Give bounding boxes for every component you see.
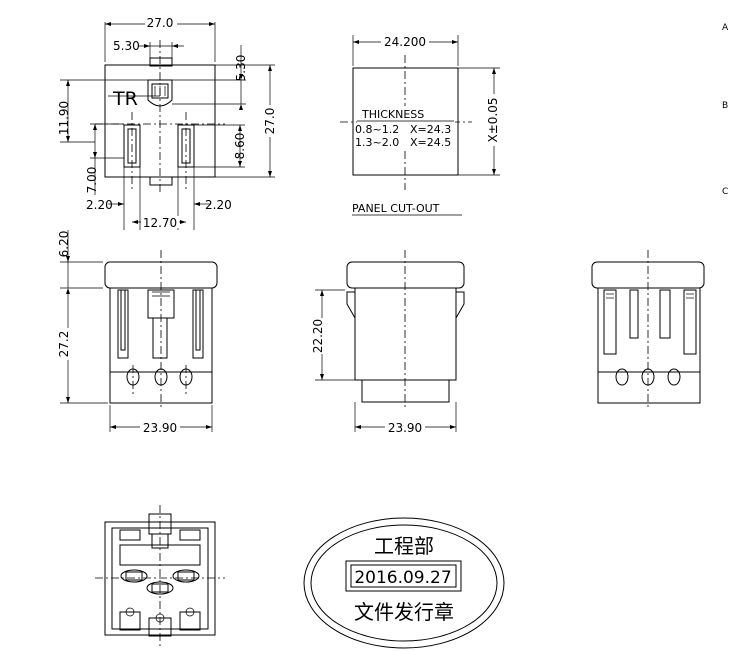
dim-flange-height: 6.20 (57, 231, 71, 258)
dim-cutout-height: X±0.05 (486, 98, 500, 143)
thickness-label: THICKNESS (361, 108, 424, 121)
rear-view (591, 250, 705, 410)
rear-body (597, 287, 701, 404)
top-key-notch (149, 57, 173, 67)
thickness-range-1: 0.8~1.2 (355, 123, 399, 136)
document-stamp: 工程部 2016.09.27 文件发行章 (303, 517, 505, 649)
dim-right-gap: 2.20 (205, 198, 232, 212)
panel-cutout: 24.200 X±0.05 THICKNESS 0.8~1.2 X=24.3 1… (340, 35, 500, 216)
edge-mark-c: C (722, 187, 728, 197)
stamp-date: 2016.09.27 (354, 568, 451, 588)
side-flange (346, 261, 465, 289)
side-base (361, 379, 450, 403)
stamp-department: 工程部 (374, 534, 434, 558)
stamp-release: 文件发行章 (354, 600, 454, 624)
dim-key-width: 5.30 (113, 39, 140, 53)
right-latch (455, 291, 465, 320)
dim-pin-offset: 7.00 (85, 167, 99, 194)
top-view: TR 27.0 5.30 5.30 27.0 8.60 (57, 16, 277, 230)
bottom-view (95, 505, 225, 648)
tr-mark: TR (112, 88, 138, 110)
dim-body-height: 27.2 (57, 331, 71, 358)
left-latch (346, 291, 356, 320)
ground-pin-outline (147, 79, 173, 107)
dim-key-height: 5.30 (234, 55, 248, 82)
cutout-caption: PANEL CUT-OUT (352, 202, 440, 215)
dim-side-width: 23.90 (388, 421, 422, 435)
dim-top-width: 27.0 (147, 16, 174, 30)
edge-mark-b: B (722, 101, 728, 111)
side-view: 22.20 23.90 (311, 250, 465, 435)
thickness-range-2: 1.3~2.0 (355, 136, 399, 149)
dim-front-width: 23.90 (143, 421, 177, 435)
side-body (354, 288, 457, 381)
dim-left-gap: 2.20 (86, 198, 113, 212)
dim-top-height: 27.0 (263, 108, 277, 135)
thickness-value-2: X=24.5 (410, 136, 451, 149)
dim-side-height: 22.20 (311, 319, 325, 353)
dim-pin-height: 8.60 (233, 133, 247, 160)
dim-pin-spacing: 12.70 (143, 216, 177, 230)
bottom-key-notch (149, 176, 173, 186)
thickness-value-1: X=24.3 (410, 123, 451, 136)
cutout-rectangle (352, 67, 459, 176)
front-view: 6.20 27.2 23.90 (57, 230, 218, 435)
edge-mark-a: A (722, 23, 729, 33)
dim-cutout-width: 24.200 (384, 35, 426, 49)
dim-left-center: 11.90 (57, 101, 71, 135)
